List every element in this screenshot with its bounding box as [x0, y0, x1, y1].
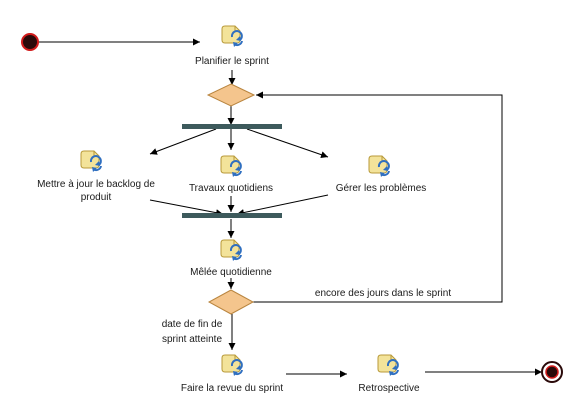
edge-fork-to-problemes: [246, 128, 329, 159]
edges: [38, 38, 542, 378]
edge-loop-back: [253, 91, 503, 303]
fork-bar: [182, 124, 282, 129]
activity-icon-revue: [221, 354, 243, 377]
edge-backlog-to-join: [149, 199, 224, 217]
start-node: [21, 33, 39, 51]
activity-label-backlog-line2: produit: [81, 192, 112, 203]
activity-label-problemes: Gérer les problèmes: [336, 183, 427, 194]
activity-label-revue: Faire la revue du sprint: [181, 383, 283, 394]
activity-icon-melee: [220, 239, 242, 262]
guard-label-continue: encore des jours dans le sprint: [315, 288, 451, 299]
activity-icon-backlog: [80, 150, 102, 173]
activity-label-backlog-line1: Mettre à jour le backlog de: [37, 179, 155, 190]
activity-label-plan: Planifier le sprint: [195, 56, 269, 67]
activity-icon-plan: [221, 25, 243, 48]
edge-problemes-to-join: [236, 194, 329, 216]
decision-node-top: [206, 83, 256, 107]
guard-label-end-line1: date de fin de: [162, 319, 223, 330]
decision-node-bottom: [207, 289, 255, 315]
activity-icon-travaux: [220, 155, 242, 178]
activity-icon-problemes: [368, 155, 390, 178]
activity-label-travaux: Travaux quotidiens: [189, 183, 273, 194]
edge-fork-to-backlog: [149, 128, 217, 155]
activity-label-retro: Retrospective: [358, 383, 420, 394]
activity-label-melee: Mêlée quotidienne: [190, 267, 272, 278]
activity-icon-retro: [377, 354, 399, 377]
join-bar: [182, 213, 282, 218]
end-node: [541, 361, 563, 383]
guard-label-end-line2: sprint atteinte: [162, 334, 222, 345]
